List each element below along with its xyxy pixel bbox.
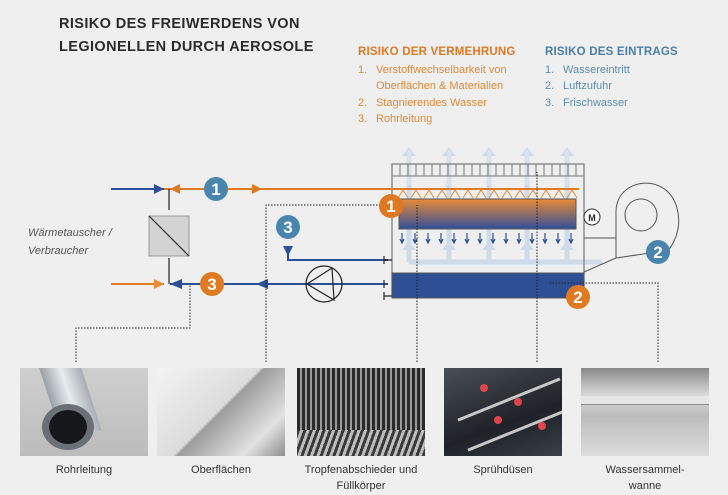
water-droplets: [399, 233, 574, 245]
svg-text:1: 1: [386, 197, 395, 216]
caption-text: Tropfenabschieder und: [304, 464, 418, 476]
item-number: 3.: [358, 113, 368, 125]
heat-exchanger-label-line-1: Wärmetauscher /: [28, 227, 112, 239]
caption-spruehduesen: Sprühdüsen: [444, 462, 562, 478]
item-number: 1.: [545, 63, 555, 76]
svg-text:3: 3: [283, 218, 292, 237]
droplet-arrow: [425, 233, 431, 245]
spray-cone: [501, 189, 513, 199]
fan-housing: [583, 182, 680, 273]
caption-text: Oberflächen: [191, 464, 251, 476]
caption-oberflaechen: Oberflächen: [157, 462, 285, 478]
droplet-arrow: [438, 233, 444, 245]
badge-blue-3: 3: [276, 215, 300, 239]
caption-text: Rohrleitung: [55, 464, 113, 476]
spray-cone: [553, 189, 565, 199]
spray-cone: [397, 189, 409, 199]
item-text: Frischwasser: [563, 96, 628, 109]
spray-cone: [527, 189, 539, 199]
photo-wassersammelwanne: [581, 368, 709, 456]
item-number: 2.: [358, 96, 368, 109]
caption-rohrleitung: Rohrleitung: [20, 462, 148, 478]
svg-text:2: 2: [653, 243, 662, 262]
droplet-arrow: [529, 233, 535, 245]
motor-label: M: [588, 213, 596, 223]
legend-vermehrung-item: 3. Rohrleitung: [358, 111, 516, 128]
caption-text-line-2: Füllkörper: [336, 480, 386, 492]
spray-cone: [410, 189, 422, 199]
droplet-arrow: [477, 233, 483, 245]
spray-cone: [423, 189, 435, 199]
item-text: Luftzufuhr: [563, 80, 612, 92]
droplet-arrow: [542, 233, 548, 245]
item-text: Verstoffwechselbarkeit von: [376, 63, 507, 76]
item-text: Wassereintritt: [563, 63, 630, 76]
spray-cone: [449, 189, 461, 199]
legend-eintrag-item: 3. Frischwasser: [545, 95, 678, 112]
spray-cone: [488, 189, 500, 199]
caption-text: Wassersammel-: [605, 464, 685, 476]
svg-text:2: 2: [573, 288, 582, 307]
svg-text:3: 3: [207, 275, 216, 294]
photo-oberflaechen: [157, 368, 285, 456]
title-line-1: RISIKO DES FREIWERDENS VON: [59, 16, 300, 32]
item-text: Stagnierendes Wasser: [376, 96, 487, 109]
svg-text:1: 1: [211, 180, 220, 199]
badge-blue-1: 1: [204, 177, 228, 201]
legend-vermehrung-item: 2. Stagnierendes Wasser: [358, 95, 516, 112]
title-line-2: LEGIONELLEN DURCH AEROSOLE: [59, 39, 314, 55]
legend-eintrag-item: 1. Wassereintritt: [545, 62, 678, 79]
droplet-arrow: [503, 233, 509, 245]
droplet-arrow: [568, 233, 574, 245]
droplet-arrow: [555, 233, 561, 245]
spray-cone: [462, 189, 474, 199]
item-text-continued: Oberflächen & Materialien: [376, 80, 504, 92]
fill-pack: [398, 198, 577, 230]
caption-text-line-2: wanne: [628, 480, 662, 492]
badge-orange-2: 2: [566, 285, 590, 309]
droplet-arrow: [451, 233, 457, 245]
spray-cone: [566, 189, 578, 199]
spray-cone: [514, 189, 526, 199]
item-text: Rohrleitung: [376, 113, 433, 125]
legend-vermehrung: RISIKO DER VERMEHRUNG 1. Verstoffwechselb…: [358, 44, 516, 128]
legend-eintrag: RISIKO DES EINTRAGS 1. Wassereintritt 2. L…: [545, 44, 678, 111]
droplet-arrow: [490, 233, 496, 245]
badge-blue-2: 2: [646, 240, 670, 264]
droplet-arrow: [464, 233, 470, 245]
droplet-arrow: [412, 233, 418, 245]
photo-spruehduesen: [444, 368, 562, 456]
photo-rohrleitung: [20, 368, 148, 456]
photo-tropfenabschieder: [297, 368, 425, 456]
badge-orange-3: 3: [200, 272, 224, 296]
spray-cone: [475, 189, 487, 199]
legend-eintrag-item: 2. Luftzufuhr: [545, 78, 678, 95]
caption-tropfenabschieder: Tropfenabschieder und Füllkörper: [290, 462, 432, 494]
heat-exchanger-label-line-2: Verbraucher: [28, 245, 89, 257]
spray-cone: [540, 189, 552, 199]
legend-eintrag-heading: RISIKO DES EINTRAGS: [545, 46, 678, 58]
legend-vermehrung-heading: RISIKO DER VERMEHRUNG: [358, 46, 516, 58]
droplet-arrow: [399, 233, 405, 245]
badge-orange-1: 1: [379, 194, 403, 218]
spray-cone: [436, 189, 448, 199]
water-basin: [391, 272, 585, 299]
item-number: 1.: [358, 63, 368, 76]
heat-exchanger-circuit: [111, 184, 392, 303]
spray-nozzles: [397, 189, 578, 199]
heat-exchanger-label: Wärmetauscher / Verbraucher: [28, 224, 112, 260]
leader-lines: [75, 172, 659, 362]
motor-icon: [583, 208, 601, 226]
caption-wassersammelwanne: Wassersammel- wanne: [581, 462, 709, 494]
droplet-arrow: [516, 233, 522, 245]
page-title: RISIKO DES FREIWERDENS VON LEGIONELLEN D…: [59, 13, 314, 59]
item-number: 3.: [545, 96, 555, 109]
item-number: 2.: [545, 80, 555, 92]
caption-text: Sprühdüsen: [473, 464, 533, 476]
